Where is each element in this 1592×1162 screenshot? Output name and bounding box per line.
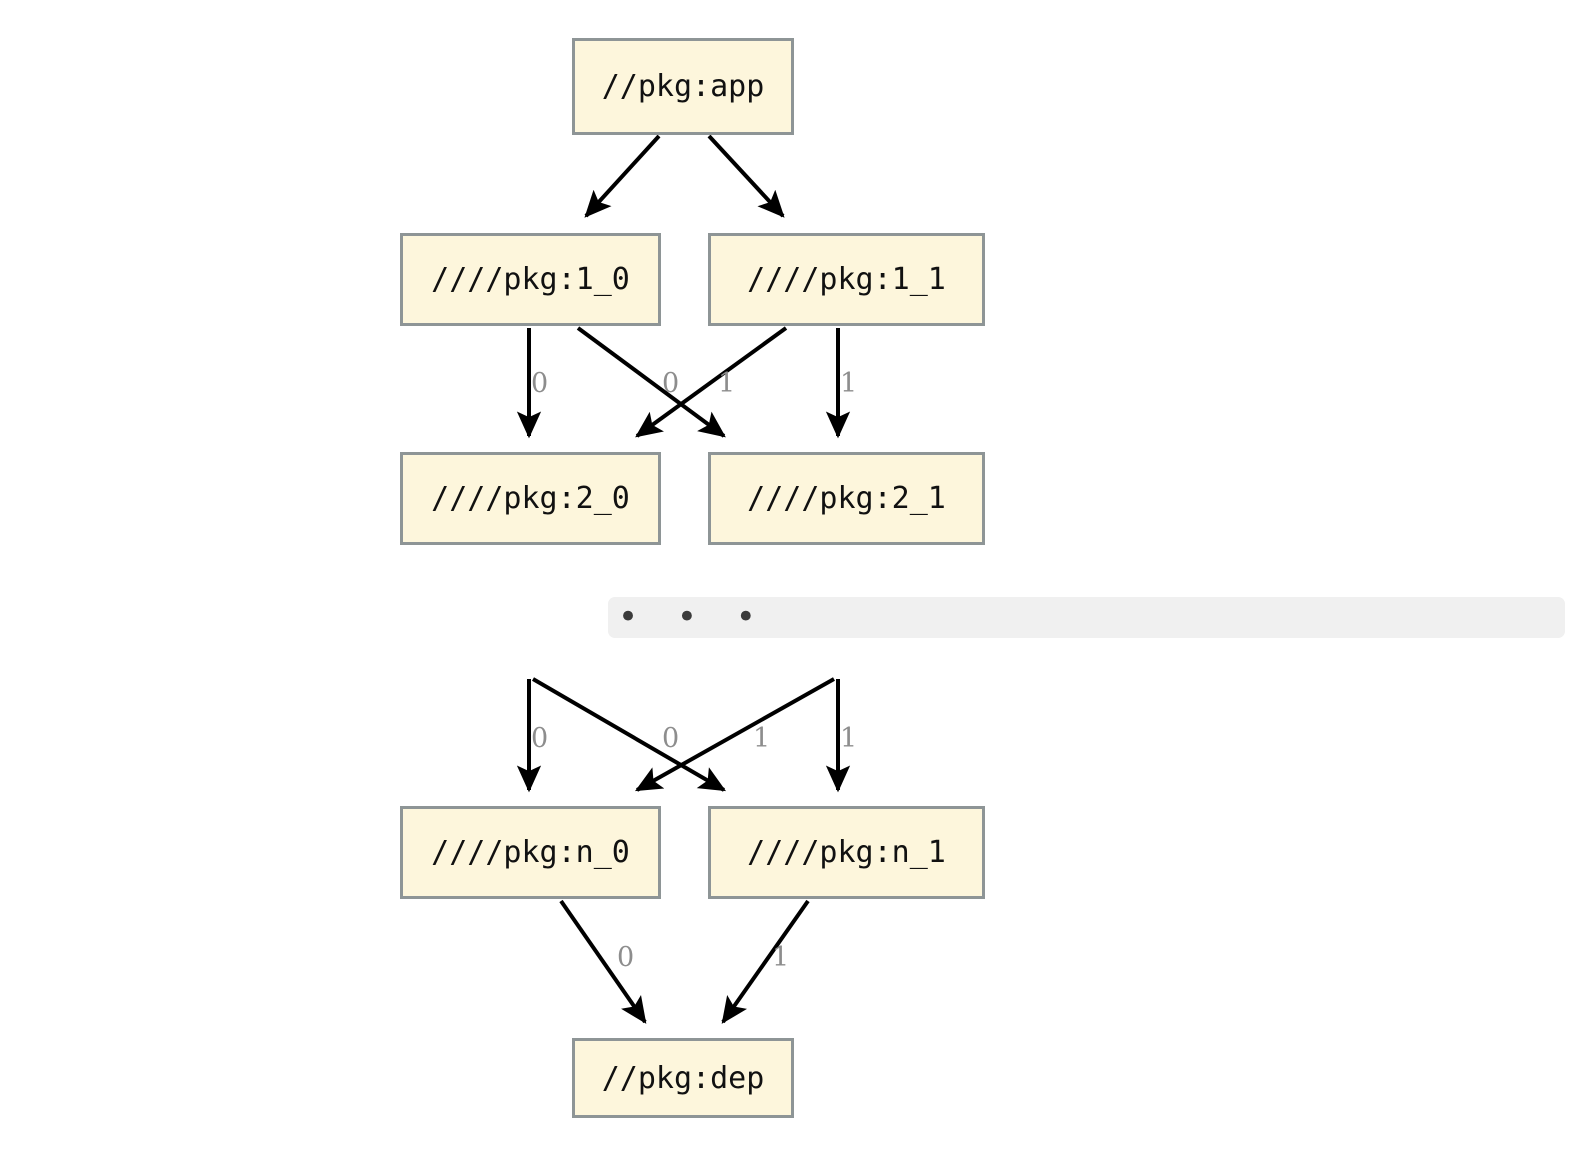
edge-pkg-1-0-to-pkg-2-1 xyxy=(576,326,726,438)
edge-elided-to-pkg-n-0-alt xyxy=(634,677,835,792)
edge-label-elided-to-pkg-n-0-alt: 1 xyxy=(753,723,771,754)
edge-label-pkg-1-0-to-pkg-2-0: 0 xyxy=(531,368,549,399)
node-pkg-1-1[interactable]: ////pkg:1_1 xyxy=(708,233,985,326)
node-pkg-n-1[interactable]: ////pkg:n_1 xyxy=(708,806,985,899)
edge-label-elided-to-pkg-n-1: 0 xyxy=(662,723,680,754)
edge-pkg-n-1-to-dep xyxy=(721,899,810,1024)
node-label: //pkg:dep xyxy=(601,1060,765,1096)
edge-app-to-pkg-1-0 xyxy=(584,134,661,218)
edge-label-pkg-1-1-to-pkg-2-1: 1 xyxy=(840,368,858,399)
edge-pkg-n-0-to-dep xyxy=(559,899,647,1024)
node-pkg-n-0[interactable]: ////pkg:n_0 xyxy=(400,806,661,899)
edge-elided-to-pkg-n-1 xyxy=(531,677,727,792)
node-label: ////pkg:2_1 xyxy=(747,481,946,516)
node-pkg-1-0[interactable]: ////pkg:1_0 xyxy=(400,233,661,326)
edge-app-to-pkg-1-1 xyxy=(707,134,785,218)
node-label: ////pkg:1_0 xyxy=(431,262,630,297)
edge-label-pkg-1-0-to-pkg-2-1: 0 xyxy=(662,368,680,399)
node-label: //pkg:app xyxy=(601,69,765,104)
edge-label-elided-to-pkg-n-1-alt: 1 xyxy=(840,723,858,754)
node-pkg-dep[interactable]: //pkg:dep xyxy=(572,1038,794,1118)
ellipsis-icon: • • • xyxy=(618,597,770,637)
node-label: ////pkg:n_0 xyxy=(431,835,630,870)
elision-band[interactable]: • • • xyxy=(608,597,1565,638)
edge-pkg-1-1-to-pkg-2-0 xyxy=(635,326,788,438)
node-pkg-2-0[interactable]: ////pkg:2_0 xyxy=(400,452,661,545)
edge-label-pkg-1-1-to-pkg-2-0: 1 xyxy=(718,368,736,399)
edge-label-pkg-n-1-to-dep: 1 xyxy=(772,942,790,973)
node-pkg-app[interactable]: //pkg:app xyxy=(572,38,794,135)
node-label: ////pkg:2_0 xyxy=(431,481,630,516)
node-label: ////pkg:n_1 xyxy=(747,835,946,870)
node-label: ////pkg:1_1 xyxy=(747,262,946,297)
edge-label-pkg-n-0-to-dep: 0 xyxy=(617,942,635,973)
edge-label-elided-to-pkg-n-0: 0 xyxy=(531,723,549,754)
node-pkg-2-1[interactable]: ////pkg:2_1 xyxy=(708,452,985,545)
